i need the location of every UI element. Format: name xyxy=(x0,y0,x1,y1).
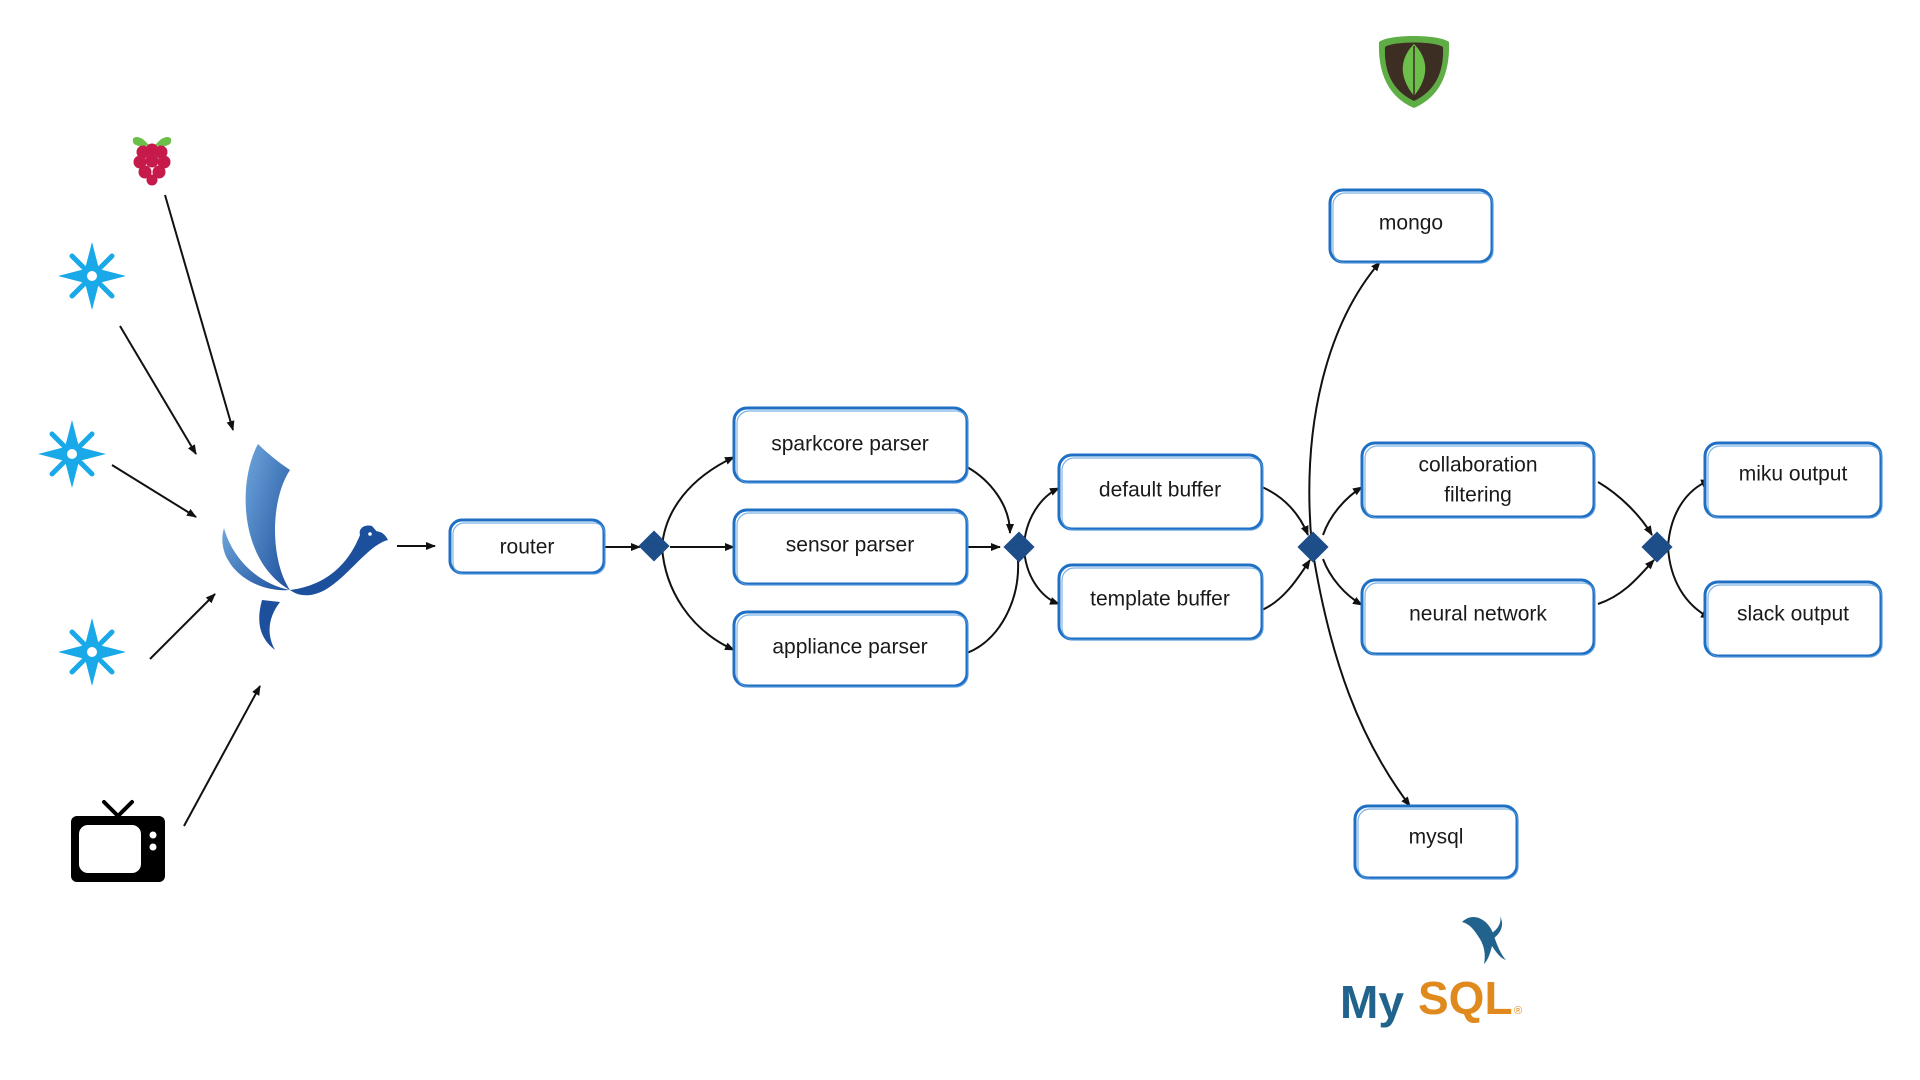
edge-raspberry-to-hub xyxy=(164,194,235,431)
node-sensor-parser-label: sensor parser xyxy=(786,534,914,557)
mysql-logo-registered: ® xyxy=(1514,1005,1522,1017)
edge-junction-to-appliance xyxy=(661,546,735,651)
edge-sparkcore-to-junction xyxy=(966,466,1014,534)
node-mongo-label: mongo xyxy=(1379,212,1443,235)
node-appliance-parser[interactable]: appliance parser xyxy=(732,610,969,688)
node-default-buffer-label: default buffer xyxy=(1099,479,1221,502)
edge-junction-to-default-buffer xyxy=(1023,487,1060,548)
mysql-logo: My SQL ® xyxy=(1340,972,1522,1028)
node-slack-output[interactable]: slack output xyxy=(1703,580,1883,658)
edge-junction-to-sparkcore xyxy=(661,456,735,548)
edge-spark1-to-hub xyxy=(119,325,197,455)
edge-tv-to-hub xyxy=(183,685,261,827)
node-miku-output-label: miku output xyxy=(1739,463,1848,486)
edge-spark2-to-hub xyxy=(111,464,197,518)
mysql-logo-my: My xyxy=(1340,976,1404,1028)
mysql-dolphin-icon xyxy=(1462,916,1506,964)
node-router[interactable]: router xyxy=(448,518,606,575)
edge-junction-to-mysql xyxy=(1311,546,1411,807)
node-miku-output[interactable]: miku output xyxy=(1703,441,1883,519)
node-sensor-parser[interactable]: sensor parser xyxy=(732,508,969,586)
edge-appliance-to-junction xyxy=(966,559,1020,654)
edge-junction-to-miku xyxy=(1667,479,1711,548)
node-neural-network[interactable]: neural network xyxy=(1360,578,1596,656)
tv-icon xyxy=(71,800,165,882)
junction-diamond-processors xyxy=(1641,531,1673,563)
edge-template-buffer-to-junction xyxy=(1261,559,1311,611)
junction-diamond-parsers xyxy=(1003,531,1035,563)
node-collaboration-filtering-label-line2: filtering xyxy=(1444,484,1512,507)
edge-junction-to-slack xyxy=(1667,546,1711,619)
junction-diamond-buffers xyxy=(1297,531,1329,563)
spark-star-icon xyxy=(58,618,126,686)
node-router-label: router xyxy=(500,536,555,559)
spark-star-icon xyxy=(38,420,106,488)
node-template-buffer-label: template buffer xyxy=(1090,588,1230,611)
raspberry-pi-icon xyxy=(132,137,172,186)
node-collaboration-filtering[interactable]: collaboration filtering xyxy=(1360,441,1596,519)
edge-neural-to-junction xyxy=(1597,559,1655,605)
bird-logo-icon xyxy=(222,444,388,650)
edge-junction-to-template-buffer xyxy=(1023,546,1060,605)
edge-spark3-to-hub xyxy=(149,593,216,660)
node-mysql[interactable]: mysql xyxy=(1353,804,1519,880)
node-sparkcore-parser[interactable]: sparkcore parser xyxy=(732,406,969,484)
edge-junction-to-collaboration xyxy=(1322,486,1363,536)
node-default-buffer[interactable]: default buffer xyxy=(1057,453,1264,531)
edge-junction-to-neural xyxy=(1322,558,1363,606)
node-template-buffer[interactable]: template buffer xyxy=(1057,563,1264,641)
edge-junction-to-mongo xyxy=(1308,261,1381,548)
junction-diamond-router xyxy=(638,530,670,562)
edge-collaboration-to-junction xyxy=(1597,481,1653,536)
spark-star-icon xyxy=(58,242,126,310)
node-slack-output-label: slack output xyxy=(1737,603,1849,626)
mysql-logo-sql: SQL xyxy=(1418,972,1513,1024)
node-neural-network-label: neural network xyxy=(1409,603,1547,626)
node-sparkcore-parser-label: sparkcore parser xyxy=(771,433,929,456)
node-mysql-label: mysql xyxy=(1409,826,1464,849)
node-mongo[interactable]: mongo xyxy=(1328,188,1494,264)
node-appliance-parser-label: appliance parser xyxy=(772,636,927,659)
mongodb-leaf-icon xyxy=(1378,36,1450,108)
edge-default-buffer-to-junction xyxy=(1261,486,1309,536)
node-collaboration-filtering-label-line1: collaboration xyxy=(1418,454,1537,477)
